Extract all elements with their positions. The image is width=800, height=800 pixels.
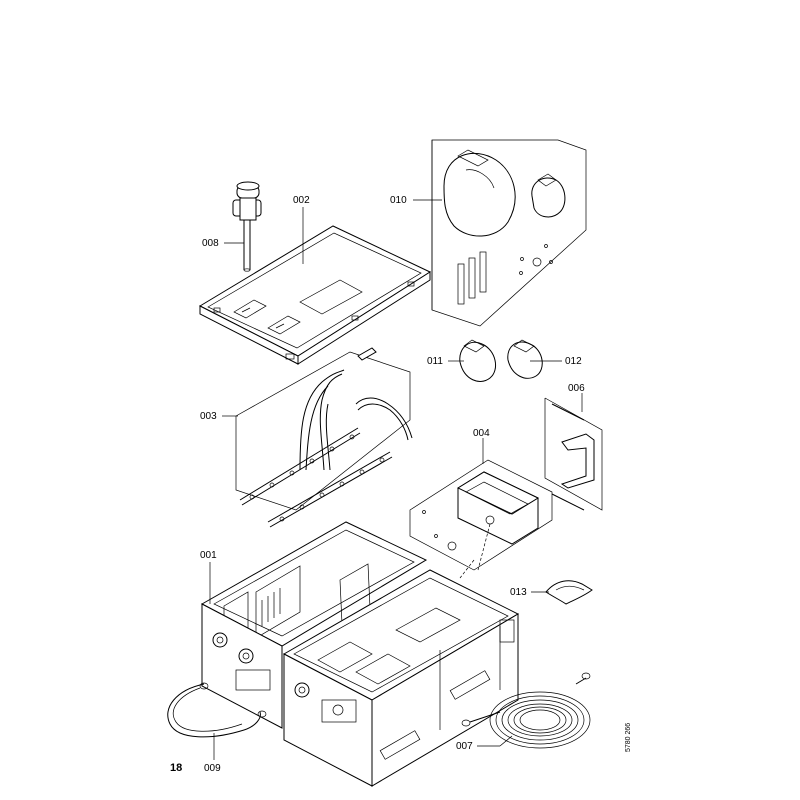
part-label-004: 004 (473, 428, 490, 439)
part-label-012: 012 (565, 356, 582, 367)
part-009-hose-drawing (167, 682, 267, 738)
part-010-panel-drawing (431, 139, 587, 327)
part-label-003: 003 (200, 411, 217, 422)
part-label-007: 007 (456, 741, 473, 752)
part-003-tubing-drawing (235, 347, 413, 528)
part-label-009: 009 (204, 763, 221, 774)
part-label-001: 001 (200, 550, 217, 561)
page-number: 18 (170, 762, 182, 774)
part-013-clip-drawing (545, 580, 593, 605)
part-label-006: 006 (568, 383, 585, 394)
part-002-cover-drawing (198, 225, 432, 365)
part-006-bracket-drawing (544, 397, 603, 511)
part-label-013: 013 (510, 587, 527, 598)
part-008-probe-drawing (232, 181, 262, 272)
leader-007-b (499, 735, 513, 747)
part-012-knob-drawing (507, 339, 543, 379)
part-label-002: 002 (293, 195, 310, 206)
part-011-knob-drawing (459, 339, 497, 382)
part-label-011: 011 (427, 356, 443, 367)
part-label-008: 008 (202, 238, 219, 249)
part-001-housing-drawing (200, 521, 520, 787)
part-004-controller-drawing (409, 459, 553, 579)
document-code: 5780 266 (625, 723, 632, 752)
part-label-010: 010 (390, 195, 407, 206)
part-007-coil-drawing (461, 672, 591, 749)
